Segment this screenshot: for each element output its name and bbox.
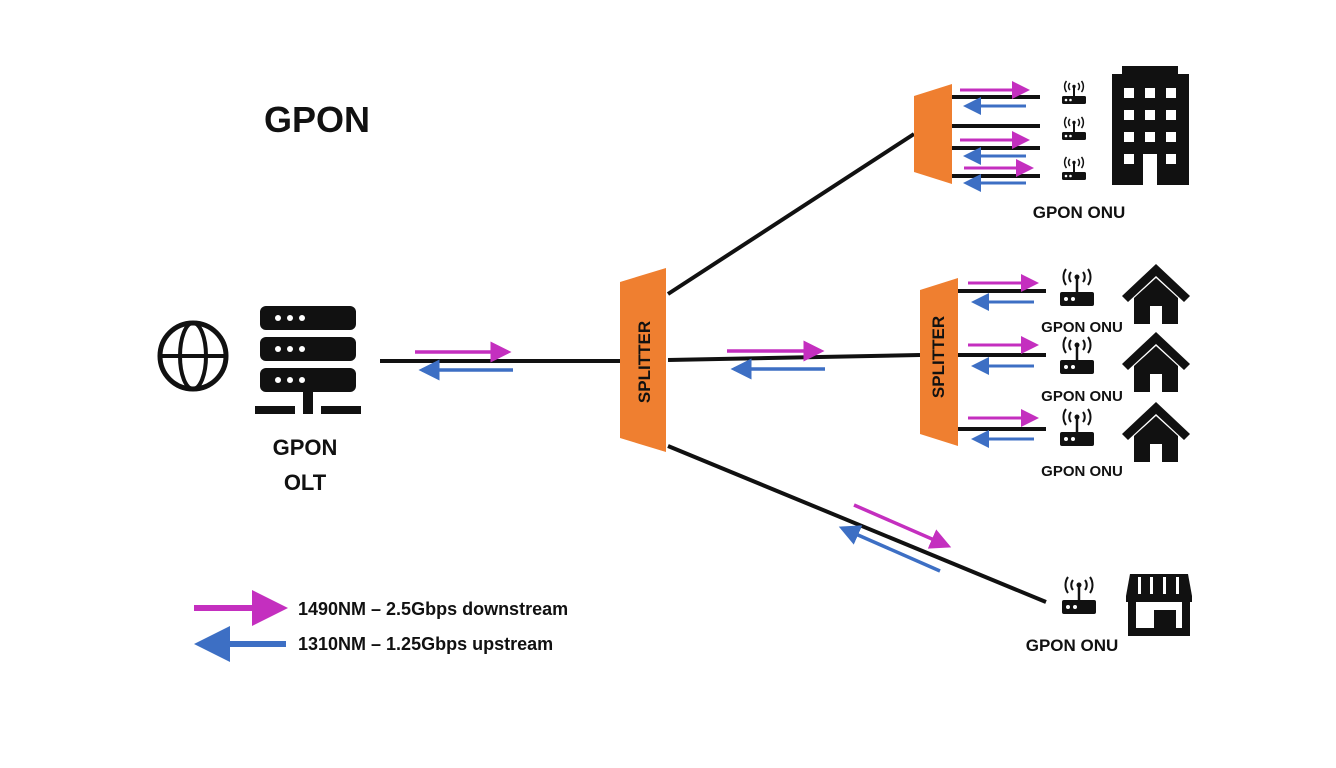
server-icon — [255, 306, 361, 414]
house-icon — [1122, 402, 1190, 462]
olt-label-line2: OLT — [284, 470, 327, 495]
home3-onu-label: GPON ONU — [1041, 463, 1123, 480]
globe-icon — [157, 320, 229, 392]
router-icon — [1058, 335, 1096, 376]
router-icon — [1060, 575, 1098, 616]
building-fibers — [952, 95, 1040, 178]
home-fibers — [958, 289, 1046, 431]
olt-label-line1: GPON — [273, 435, 338, 460]
house-icon — [1122, 264, 1190, 324]
lower-branch-arrows — [838, 503, 952, 573]
home-arrows — [968, 274, 1039, 448]
main-splitter-label: SPLITTER — [635, 321, 654, 403]
home1-onu-label: GPON ONU — [1041, 319, 1123, 336]
olt-arrows — [415, 341, 513, 381]
home2-onu-label: GPON ONU — [1041, 388, 1123, 405]
legend-upstream-label: 1310NM – 1.25Gbps upstream — [298, 634, 553, 654]
home-splitter-label: SPLITTER — [929, 316, 948, 398]
diagram-title: GPON — [264, 99, 370, 140]
router-icon — [1058, 407, 1096, 448]
middle-branch-arrows — [727, 340, 825, 380]
router-icon — [1058, 267, 1096, 308]
building-icon — [1112, 66, 1189, 185]
legend: 1490NM – 2.5Gbps downstream 1310NM – 1.2… — [194, 590, 568, 662]
legend-downstream-label: 1490NM – 2.5Gbps downstream — [298, 599, 568, 619]
home-splitter: SPLITTER — [920, 278, 958, 446]
building-onu-label: GPON ONU — [1033, 203, 1126, 222]
house-icon — [1122, 332, 1190, 392]
building-router-icons — [1061, 80, 1087, 181]
building-arrows — [960, 81, 1034, 192]
building-splitter — [914, 84, 952, 184]
main-splitter: SPLITTER — [620, 268, 666, 452]
shop-icon — [1126, 574, 1192, 636]
shop-onu-label: GPON ONU — [1026, 636, 1119, 655]
